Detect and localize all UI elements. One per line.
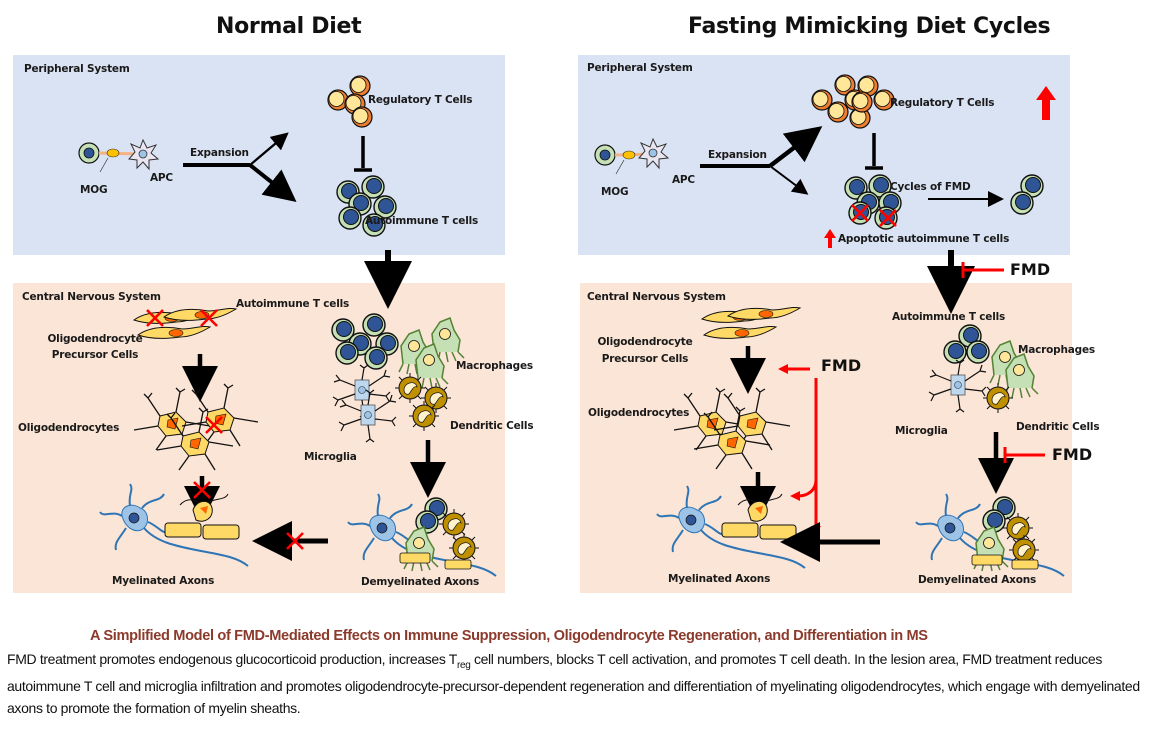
- fmd-myelinated-axon: [656, 485, 806, 569]
- fmd-dendritic-inhibit-label: FMD: [1052, 445, 1093, 464]
- normal-mog-apc-complex: [78, 139, 159, 173]
- fmd-inhibit-entry: [961, 262, 1004, 278]
- normal-treg-inhibit: [354, 136, 372, 172]
- fmd-inhibit-dendritic: [1003, 447, 1045, 463]
- normal-expansion-label: Expansion: [190, 147, 249, 159]
- normal-opc-line1: Oligodendrocyte: [47, 333, 143, 345]
- fmd-oligodendrocytes: [673, 387, 791, 470]
- normal-opc-label: Oligodendrocyte Precursor Cells: [40, 331, 150, 363]
- apoptotic-up-arrow: [824, 229, 836, 248]
- fmd-treg-inhibit: [865, 133, 883, 170]
- fmd-microglia: [928, 359, 987, 413]
- normal-oligodendrocytes-label: Oligodendrocytes: [18, 422, 120, 434]
- normal-macrophages-label: Macrophages: [456, 360, 533, 372]
- fmd-promote-branch: [790, 378, 821, 534]
- caption-body: FMD treatment promotes endogenous glucoc…: [7, 649, 1152, 719]
- normal-oligodendrocytes: [133, 383, 259, 471]
- fmd-surviving-tcells: [1010, 174, 1044, 215]
- normal-cns-label: Central Nervous System: [22, 291, 161, 303]
- fmd-cns-autoimmune: [943, 324, 990, 364]
- fmd-opc-line1: Oligodendrocyte: [597, 336, 693, 348]
- caption-body-sub: reg: [457, 659, 471, 671]
- normal-apc-label: APC: [150, 172, 173, 184]
- fmd-opc-cells: [701, 306, 801, 339]
- normal-autoimmune-label: Autoimmune T cells: [365, 215, 479, 227]
- fmd-mog-label: MOG: [601, 186, 629, 198]
- normal-mog-label: MOG: [80, 184, 108, 196]
- fmd-dendritic-label: Dendritic Cells: [1016, 421, 1100, 433]
- normal-microglia: [332, 364, 397, 443]
- normal-microglia-label: Microglia: [304, 451, 357, 463]
- fmd-treg-cluster: [811, 74, 895, 129]
- caption-title: A Simplified Model of FMD-Mediated Effec…: [90, 628, 928, 644]
- caption-body-part2: cell numbers, blocks T cell activation, …: [7, 651, 1140, 716]
- treg-up-arrow: [1036, 86, 1056, 120]
- fmd-expansion-label: Expansion: [708, 149, 767, 161]
- fmd-macrophages-label: Macrophages: [1018, 344, 1095, 356]
- normal-expansion-arrows: [183, 132, 297, 202]
- normal-peripheral-label: Peripheral System: [24, 63, 130, 75]
- fmd-microglia-label: Microglia: [895, 425, 948, 437]
- fmd-opc-promote-label: FMD: [821, 356, 862, 375]
- normal-cns-autoimmune-cluster: [331, 313, 399, 370]
- fmd-title: Fasting Mimicking Diet Cycles: [688, 14, 1051, 39]
- fmd-entry-label: FMD: [1010, 260, 1051, 279]
- fmd-mog-apc-complex: [594, 138, 669, 175]
- normal-myelinated-label: Myelinated Axons: [112, 575, 215, 587]
- fmd-opc-label: Oligodendrocyte Precursor Cells: [595, 334, 695, 368]
- fmd-opc-line2: Precursor Cells: [601, 353, 689, 365]
- normal-treg-cluster: [327, 75, 373, 128]
- normal-cns-autoimmune-label: Autoimmune T cells: [236, 298, 350, 310]
- fmd-expansion-arrows: [700, 126, 823, 195]
- fmd-cns-label: Central Nervous System: [587, 291, 726, 303]
- fmd-apoptotic-label: Apoptotic autoimmune T cells: [838, 233, 1010, 245]
- normal-treg-label: Regulatory T Cells: [368, 94, 473, 106]
- diagram-graphics: [78, 74, 1065, 577]
- fmd-promote-opc: [778, 364, 810, 374]
- fmd-apc-label: APC: [672, 174, 695, 186]
- caption-body-part1: FMD treatment promotes endogenous glucoc…: [7, 651, 458, 667]
- fmd-cycles-label: Cycles of FMD: [890, 181, 971, 193]
- normal-demyelinated-axon: [347, 493, 497, 577]
- normal-autoimmune-cluster: [336, 175, 397, 237]
- fmd-myelinated-label: Myelinated Axons: [668, 573, 771, 585]
- fmd-cns-autoimmune-label: Autoimmune T cells: [892, 311, 1006, 323]
- normal-dendritic-label: Dendritic Cells: [450, 420, 534, 432]
- fmd-oligodendrocytes-label: Oligodendrocytes: [588, 407, 690, 419]
- fmd-demyelinated-label: Demyelinated Axons: [918, 574, 1037, 586]
- normal-diet-title: Normal Diet: [216, 14, 362, 39]
- fmd-dendritic: [982, 382, 1014, 414]
- fmd-peripheral-label: Peripheral System: [587, 62, 693, 74]
- normal-demyelinated-label: Demyelinated Axons: [361, 576, 480, 588]
- normal-myelinated-axon: [99, 483, 249, 567]
- fmd-demyelinated-axon: [915, 493, 1065, 577]
- fmd-treg-label: Regulatory T Cells: [890, 97, 995, 109]
- normal-opc-line2: Precursor Cells: [51, 349, 139, 361]
